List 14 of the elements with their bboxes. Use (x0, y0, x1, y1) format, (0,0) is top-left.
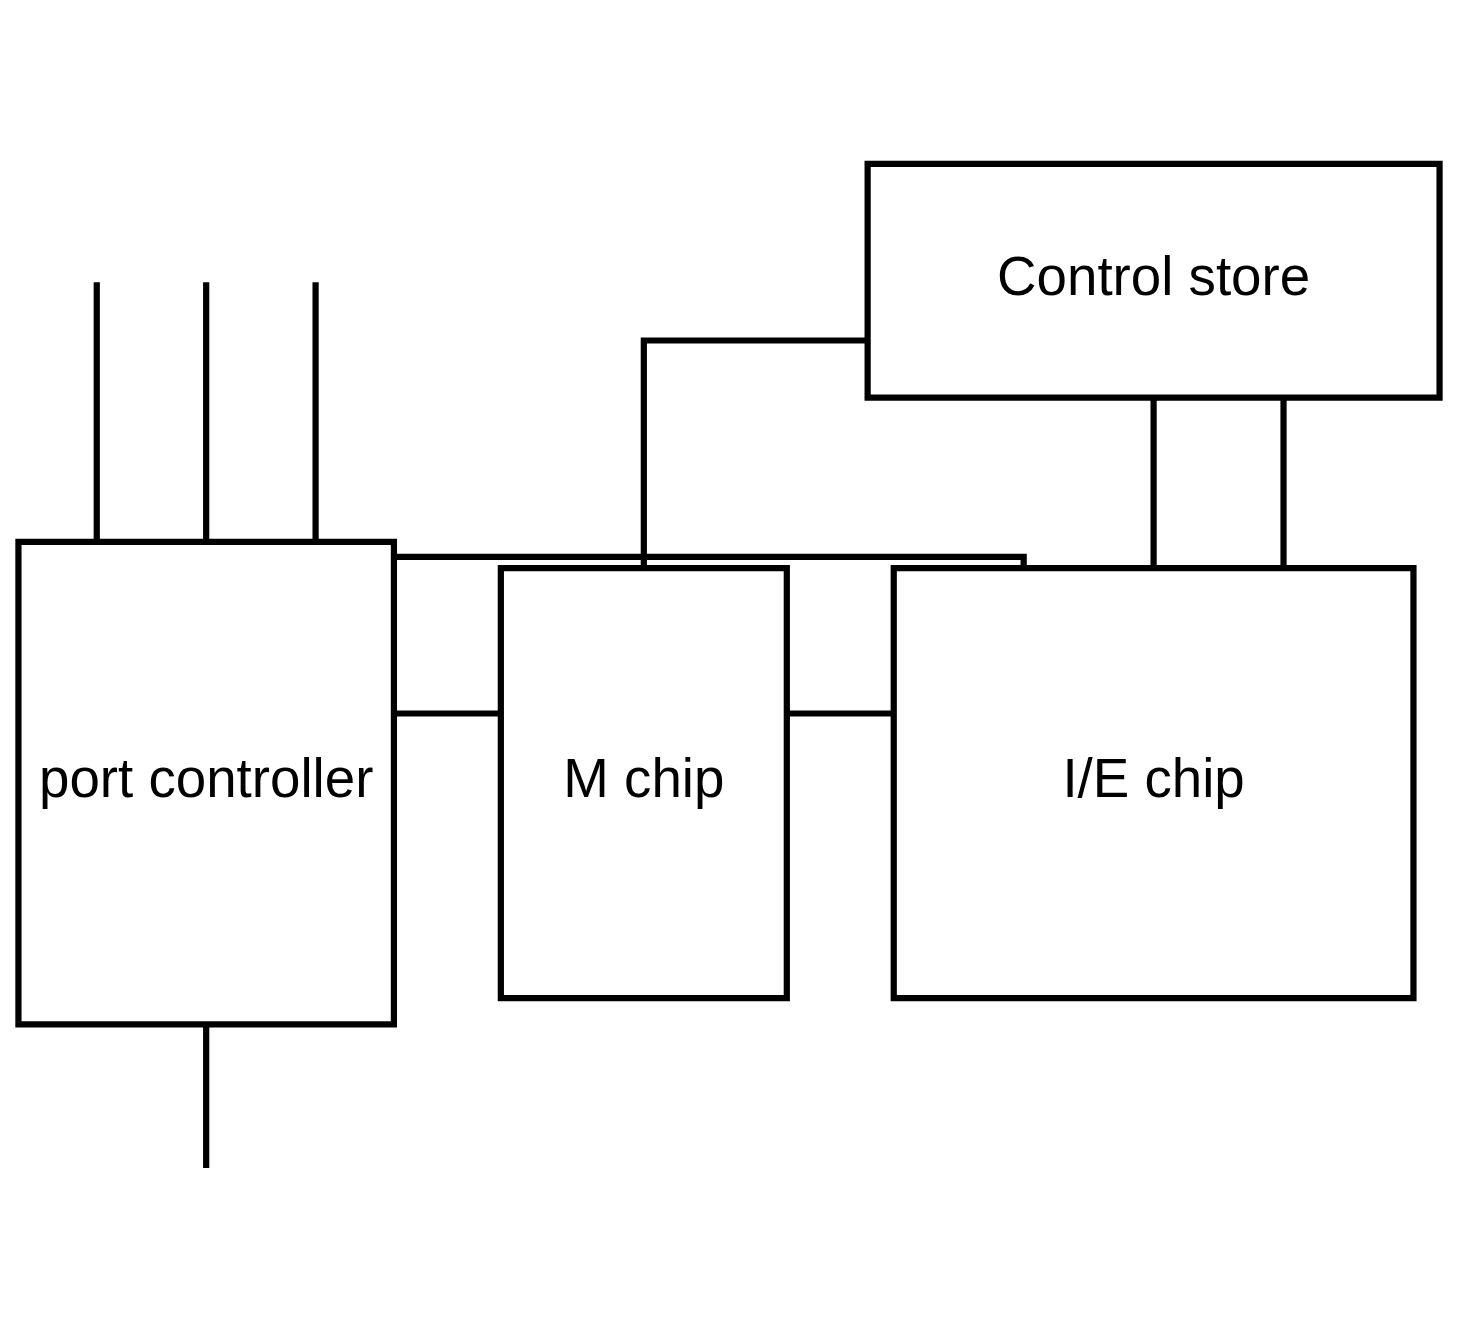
connector (93, 282, 100, 542)
connector (394, 710, 501, 717)
connector (312, 282, 319, 542)
node-box: M chip (497, 564, 790, 1002)
node-box: Control store (864, 160, 1443, 401)
node-box: I/E chip (890, 564, 1417, 1002)
connector (394, 553, 1027, 568)
connector (640, 337, 868, 568)
connector (203, 1024, 210, 1169)
node-box: port controller (15, 538, 398, 1028)
connector (203, 282, 210, 542)
connector (787, 710, 894, 717)
connector (1280, 397, 1287, 568)
connector (1150, 397, 1157, 568)
